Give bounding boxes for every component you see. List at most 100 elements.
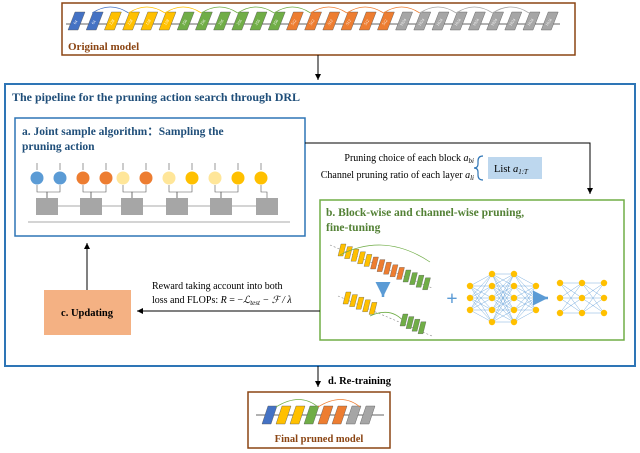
reward-text-line1: Reward taking account into both	[152, 281, 283, 292]
full-net-node	[532, 306, 540, 314]
original-skip-arc	[310, 6, 348, 14]
chain-top-layer	[389, 264, 399, 277]
sample-connector	[260, 185, 268, 198]
sample-node	[185, 171, 199, 185]
original-skip-arc	[492, 6, 530, 14]
chain-top-layer	[357, 251, 366, 264]
full-net-node	[510, 270, 518, 278]
sample-block	[256, 198, 278, 215]
full-net-edge	[491, 285, 515, 323]
original-layer-label: 256	[272, 18, 280, 26]
original-layer-label: 1024	[453, 17, 462, 26]
chain-bottom-layer	[399, 313, 409, 327]
chain-bottom-layer	[417, 321, 427, 334]
sample-node	[76, 171, 90, 185]
chain-top-layer	[376, 259, 386, 272]
original-layer	[540, 11, 559, 31]
original-layer-label: 1024	[471, 17, 480, 26]
final-layer	[275, 405, 292, 425]
pruned-net-node	[578, 294, 586, 302]
chain-bottom-layer	[362, 299, 371, 312]
sample-node	[162, 171, 176, 185]
full-net-node	[488, 294, 496, 302]
chain-top-layer	[370, 256, 379, 270]
original-layer	[140, 11, 159, 31]
pruned-net-edge	[559, 282, 583, 314]
pruned-net-node	[578, 279, 586, 287]
reward-text-line2: loss and FLOPs: R = −ℒtest − ℱ / λ	[152, 295, 292, 307]
full-net-node	[466, 282, 474, 290]
original-layer	[304, 11, 322, 31]
original-layer	[522, 11, 541, 31]
final-layer	[331, 405, 348, 425]
sample-node	[30, 171, 44, 185]
original-layer-label: 1024	[417, 17, 426, 26]
chain-top-layer	[422, 277, 431, 290]
chain-top-layer	[383, 262, 392, 275]
original-layer	[213, 11, 231, 31]
chain-top-layer	[344, 246, 353, 259]
chain-top-layer	[402, 269, 412, 283]
pruned-net-node	[556, 279, 564, 287]
section-b-panel: b. Block-wise and channel-wise pruning, …	[319, 199, 625, 341]
sample-block	[80, 198, 102, 215]
list-box	[488, 157, 542, 179]
original-layer-label: 1024	[435, 17, 444, 26]
chain-top-layer	[409, 272, 418, 285]
pruned-net-node	[578, 309, 586, 317]
original-model-title: Original model	[68, 41, 139, 53]
pruned-net-edge	[559, 297, 583, 314]
original-layer-label: 512	[363, 18, 371, 26]
original-skip-arc	[419, 6, 457, 14]
sample-connector	[131, 185, 147, 198]
full-net-node	[510, 318, 518, 326]
full-net-edge	[491, 273, 515, 299]
original-layer	[395, 11, 413, 31]
original-layer-label: 512	[345, 18, 353, 26]
original-layer	[377, 11, 395, 31]
original-layer-label: 512	[290, 18, 298, 26]
full-net-edge	[513, 309, 537, 323]
full-net-edge	[469, 297, 493, 311]
original-layer	[449, 11, 468, 31]
list-label: List a1:T	[494, 164, 529, 176]
sample-node	[99, 171, 113, 185]
chain-bottom-layer	[349, 294, 358, 307]
sample-node	[139, 171, 153, 185]
original-skip-arc	[164, 6, 202, 14]
channel-pruning-ratio-text: Channel pruning ratio of each layer ali	[321, 170, 474, 182]
chain-bottom-layer	[342, 291, 352, 305]
chain-top-layer	[337, 243, 347, 257]
full-net-edge	[513, 297, 537, 323]
joint-sample-network	[28, 163, 290, 223]
original-layer-label: 128	[144, 18, 152, 26]
original-layer-label: 1024	[508, 17, 517, 26]
sample-block	[121, 198, 143, 215]
original-layer-label: 1024	[526, 17, 535, 26]
chain-bottom-layer	[411, 319, 421, 332]
original-layer	[413, 11, 432, 31]
full-net-edge	[513, 285, 537, 299]
full-net-node	[510, 306, 518, 314]
pipeline-title: The pipeline for the pruning action sear…	[12, 90, 300, 104]
original-layer-label: 256	[199, 18, 207, 26]
sample-node	[116, 171, 130, 185]
original-layer	[249, 11, 268, 31]
full-net-node	[510, 294, 518, 302]
pruning-choices-panel: Pruning choice of each block abi Channel…	[321, 153, 542, 182]
chain-top-layer	[363, 254, 373, 267]
original-layer-label: 128	[108, 18, 116, 26]
original-skip-arc	[273, 6, 311, 14]
full-net-node	[466, 306, 474, 314]
full-net-node	[510, 282, 518, 290]
chain-top-layer	[350, 249, 360, 262]
sample-connector	[220, 185, 239, 198]
pruning-choice-block-text: Pruning choice of each block abi	[344, 153, 474, 165]
original-layer-label: 1024	[399, 17, 408, 26]
sample-block	[166, 198, 188, 215]
section-a-title-line1: a. Joint sample algorithm：Sampling the	[22, 126, 224, 138]
arrow-a-to-b	[305, 142, 593, 194]
full-net-edge	[469, 285, 493, 311]
sample-node	[231, 171, 245, 185]
